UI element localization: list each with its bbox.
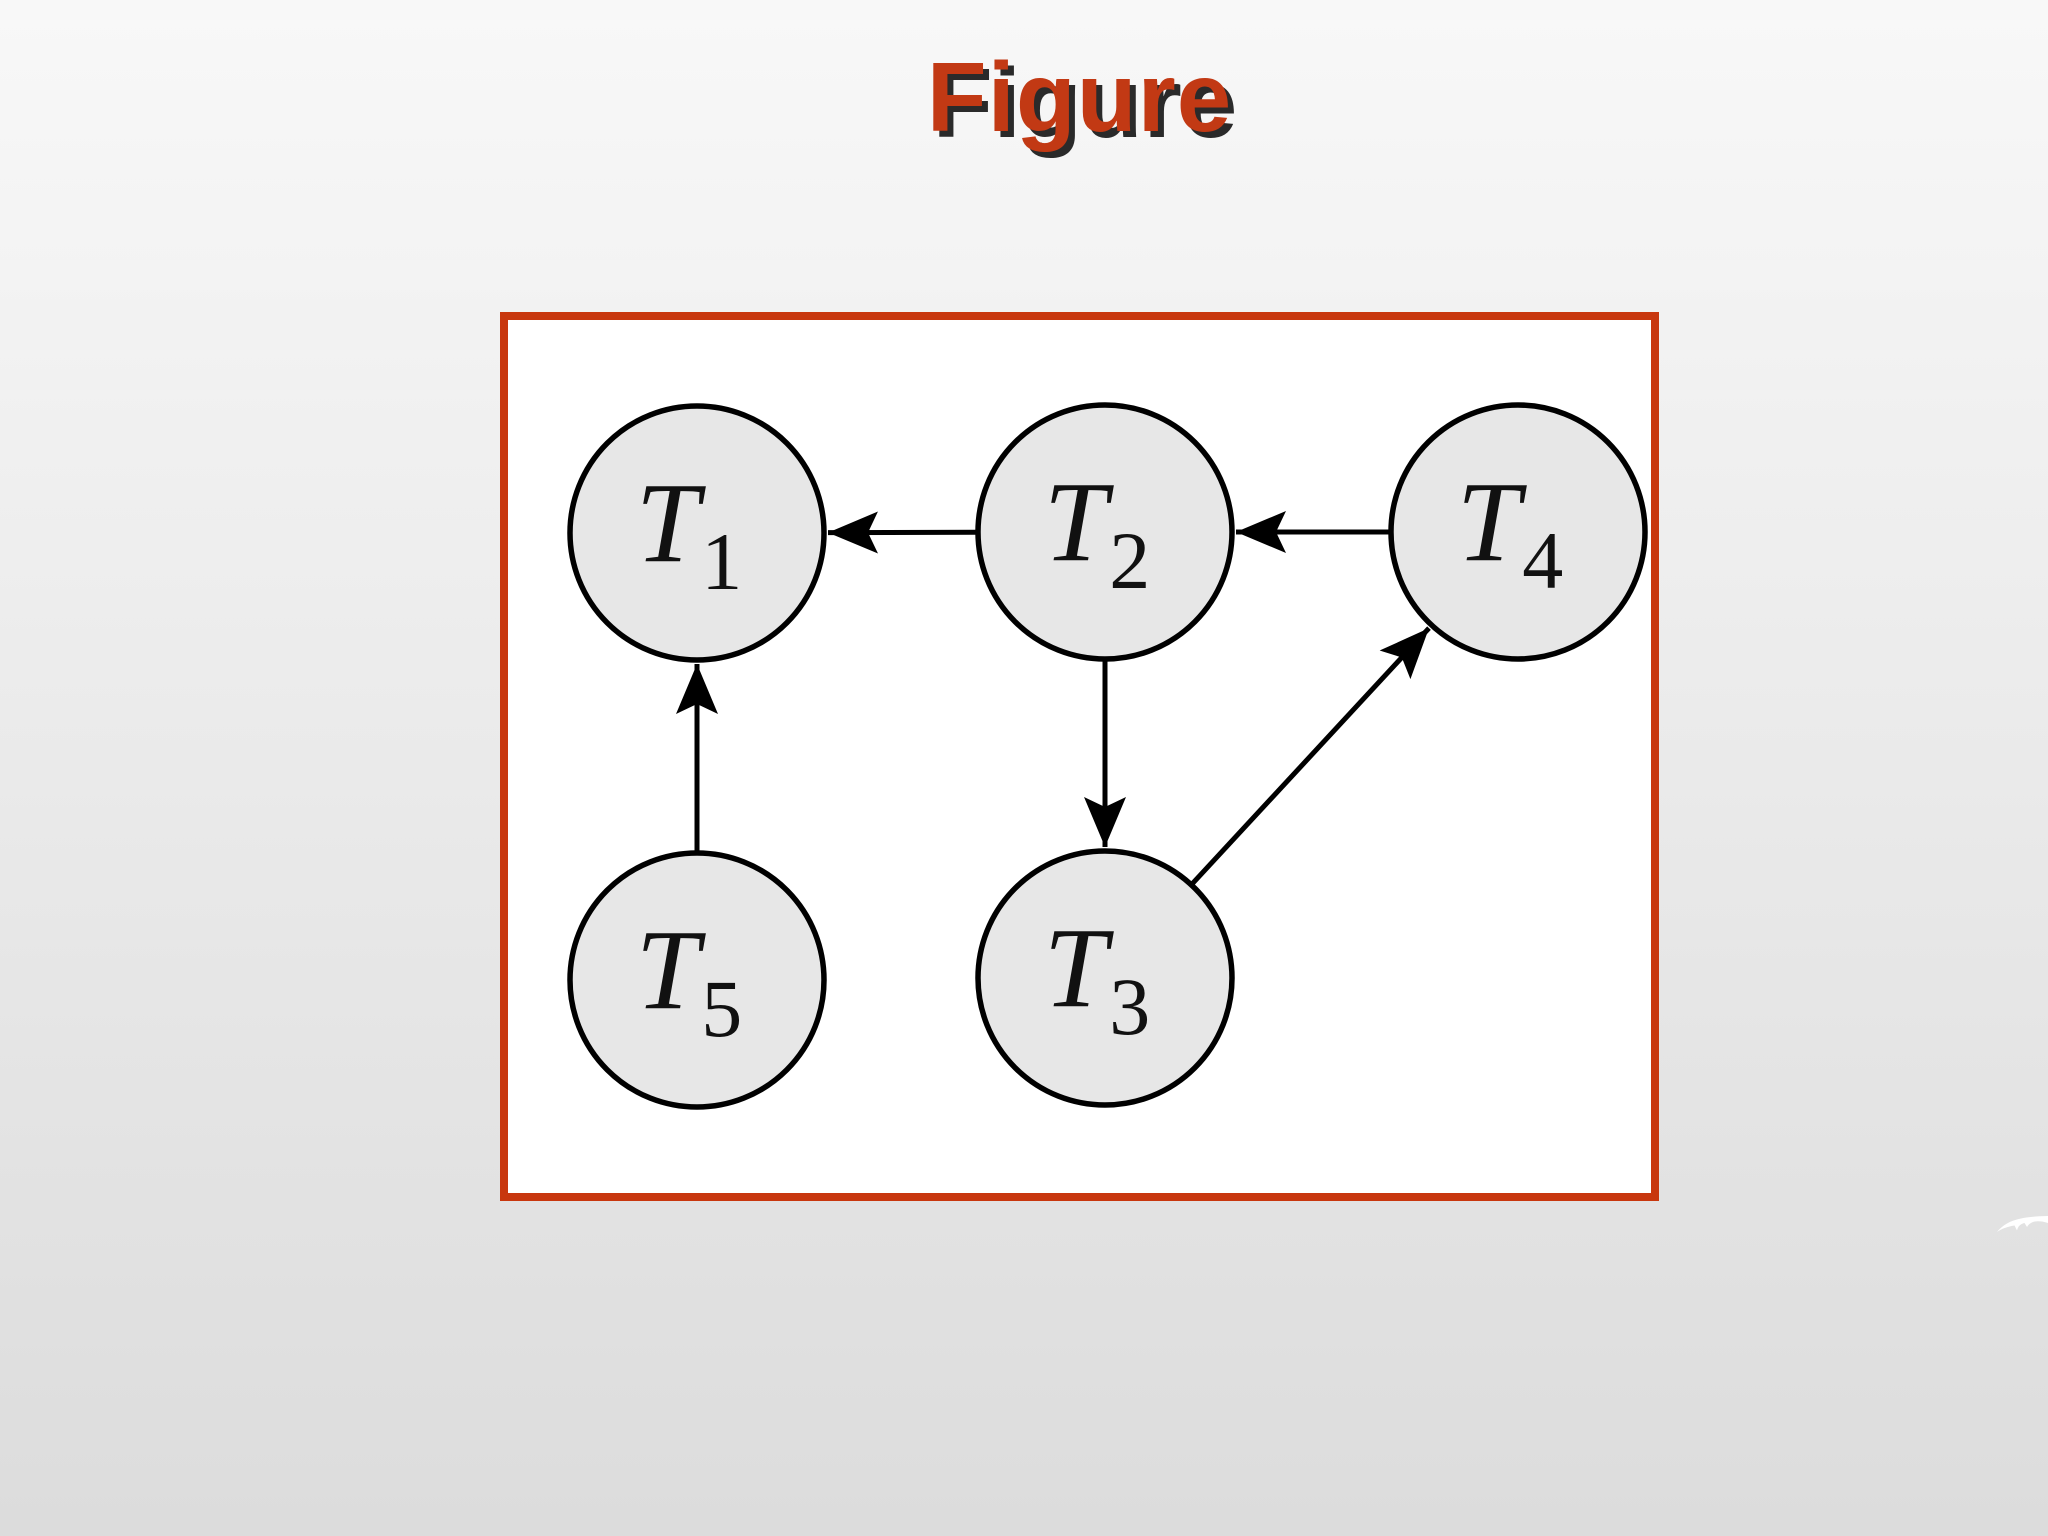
node-label-T4: T4: [1457, 458, 1563, 606]
node-label-T1: T1: [636, 459, 742, 607]
node-T3: [975, 848, 1235, 1108]
node-label-T5: T5: [636, 906, 742, 1054]
slide-title: Figure: [926, 42, 1233, 152]
edges-layer: [676, 511, 1431, 887]
node-T5: [567, 850, 827, 1110]
node-T4: [1388, 402, 1648, 662]
edge-T3-to-T4: [1189, 626, 1431, 887]
node-T2: [975, 402, 1235, 662]
node-label-T3: T3: [1044, 904, 1150, 1052]
node-label-T2: T2: [1044, 458, 1150, 606]
node-T1: [567, 403, 827, 663]
swoosh-logo: [1997, 1216, 2048, 1232]
